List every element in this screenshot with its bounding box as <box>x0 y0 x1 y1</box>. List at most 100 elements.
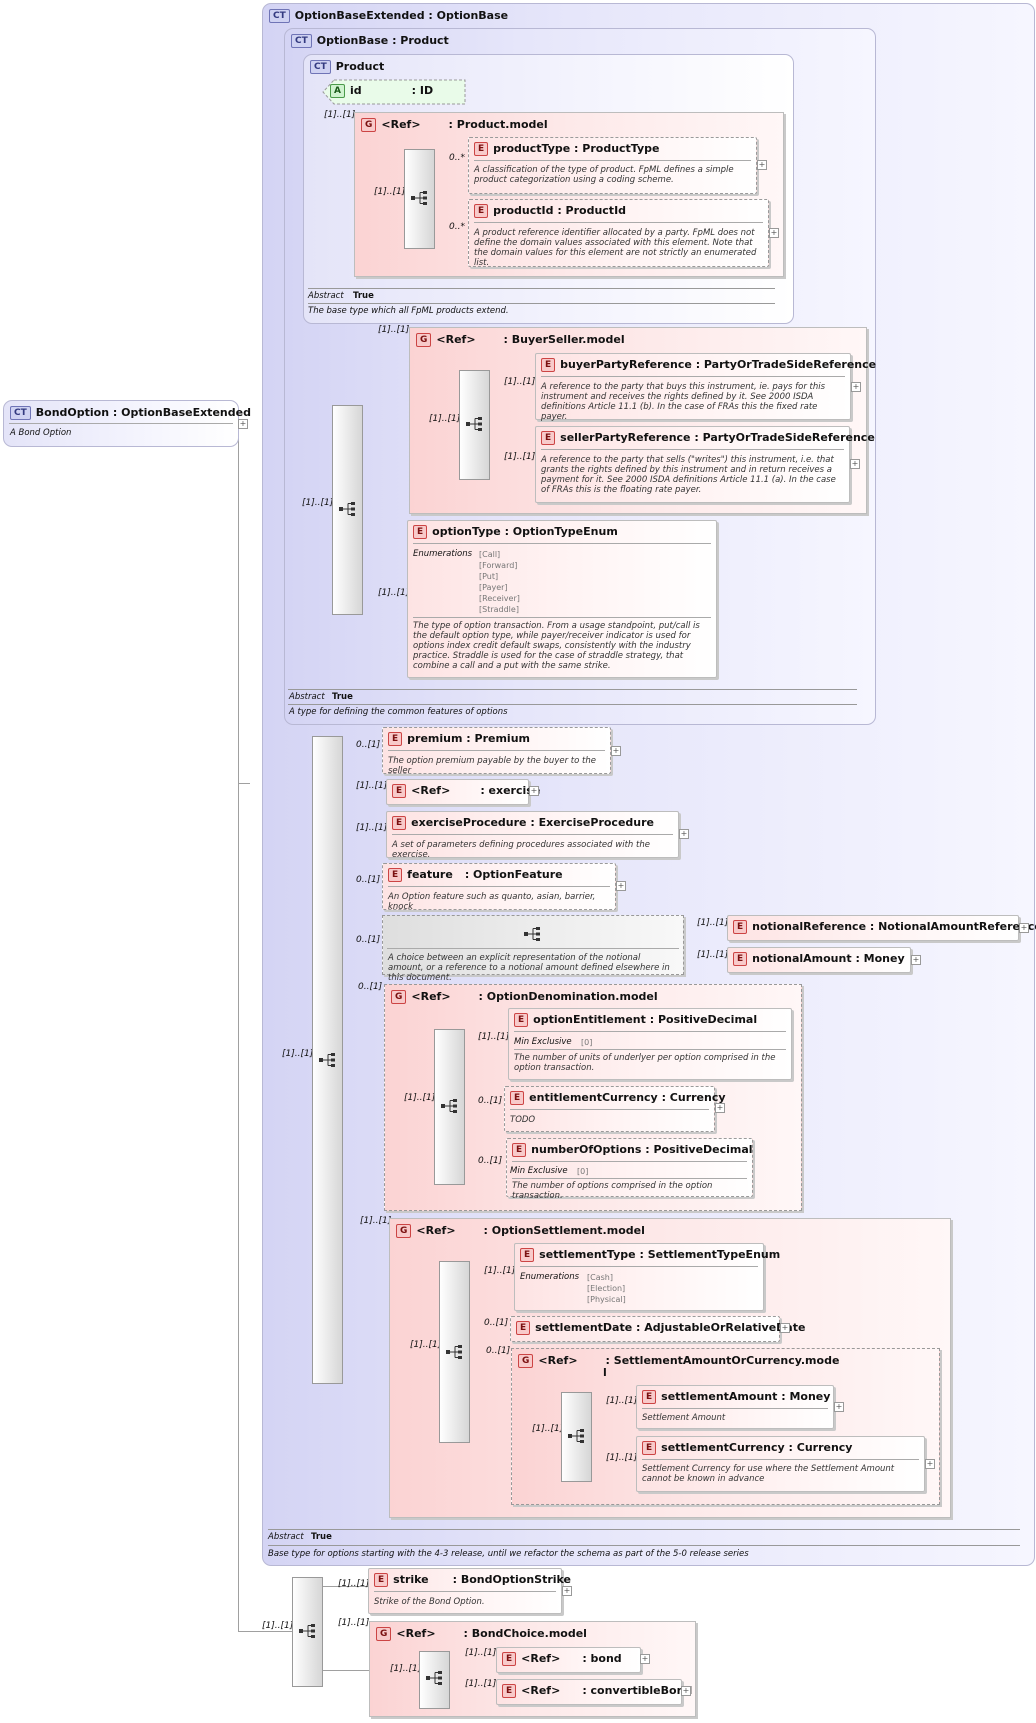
expand-icon[interactable]: + <box>529 786 539 796</box>
expand-icon[interactable]: + <box>769 228 779 238</box>
expand-icon[interactable]: + <box>925 1459 935 1469</box>
cardinality: [1]..[1] <box>302 498 334 508</box>
expand-icon[interactable]: + <box>611 746 621 756</box>
choice-doc: A choice between an explicit representat… <box>388 953 670 983</box>
cardinality: [1]..[1] <box>324 110 356 120</box>
sequence-icon <box>411 191 427 205</box>
expand-icon[interactable]: + <box>681 1686 691 1696</box>
collapse-icon[interactable]: + <box>238 419 248 429</box>
element-type: : ProductType <box>574 142 660 155</box>
sequence-compositor[interactable] <box>434 1029 465 1185</box>
element-doc: Settlement Currency for use where the Se… <box>642 1464 895 1484</box>
element-doc: The type of option transaction. From a u… <box>413 621 700 671</box>
element-exercise-ref[interactable]: E<Ref>: exercise <box>386 779 540 805</box>
element-type: : AdjustableOrRelativeDate <box>636 1321 806 1334</box>
cardinality: [1]..[1] <box>504 452 536 462</box>
expand-icon[interactable]: + <box>757 160 767 170</box>
facet-label: Min Exclusive <box>510 1166 568 1176</box>
element-convertiblebond-ref[interactable]: E<Ref>: convertibleBond <box>496 1679 692 1705</box>
group-icon: G <box>416 333 432 347</box>
element-icon: E <box>733 920 748 934</box>
element-icon: E <box>642 1390 657 1404</box>
expand-icon[interactable]: + <box>616 881 626 891</box>
element-name: buyerPartyReference <box>560 358 692 371</box>
element-bond-ref[interactable]: E<Ref>: bond <box>496 1647 641 1673</box>
cardinality: 0..[1] <box>356 875 381 885</box>
cardinality: [1]..[1] <box>338 1618 370 1628</box>
cardinality: [1]..[1] <box>356 823 388 833</box>
root-type: : OptionBaseExtended <box>112 406 251 419</box>
element-doc: A reference to the party that sells ("wr… <box>541 455 836 495</box>
element-type: : bond <box>582 1652 622 1665</box>
expand-icon[interactable]: + <box>851 382 861 392</box>
facet-value: [0] <box>581 1038 593 1047</box>
group-type: : BuyerSeller.model <box>503 333 625 346</box>
enum-value: [Call] <box>479 550 501 559</box>
complex-type-icon: CT <box>10 406 31 420</box>
cardinality: [1]..[1] <box>282 1049 314 1059</box>
element-type: : BondOptionStrike <box>452 1573 572 1586</box>
expand-icon[interactable]: + <box>834 1402 844 1412</box>
element-icon: E <box>388 732 403 746</box>
cardinality: [1]..[1] <box>374 187 406 197</box>
sequence-icon <box>319 1053 335 1067</box>
element-icon: E <box>510 1091 525 1105</box>
complex-type-icon: CT <box>291 34 312 48</box>
element-name: strike <box>393 1573 429 1586</box>
cardinality: [1]..[1] <box>356 781 388 791</box>
element-doc: A classification of the type of product.… <box>474 165 734 185</box>
element-type: : Premium <box>466 732 530 745</box>
element-type: : convertibleBond <box>582 1684 693 1697</box>
expand-icon[interactable]: + <box>1019 923 1029 933</box>
element-icon: E <box>502 1652 517 1666</box>
cardinality: [1]..[1] <box>378 588 410 598</box>
element-name: optionEntitlement <box>533 1013 646 1026</box>
expand-icon[interactable]: + <box>679 829 689 839</box>
enumerations-label: Enumerations <box>520 1272 580 1282</box>
expand-icon[interactable]: + <box>780 1323 790 1333</box>
expand-icon[interactable]: + <box>640 1654 650 1664</box>
abstract-value: True <box>311 1532 332 1542</box>
cardinality: 0..[1] <box>478 1156 503 1166</box>
element-type: : Money <box>855 952 905 965</box>
element-name: settlementAmount <box>661 1390 778 1403</box>
choice-icon <box>426 1671 442 1685</box>
element-type: : OptionTypeEnum <box>504 525 618 538</box>
expand-icon[interactable]: + <box>715 1103 725 1113</box>
expand-icon[interactable]: + <box>850 459 860 469</box>
ct-doc: The base type which all FpML products ex… <box>308 306 509 316</box>
element-name: exerciseProcedure <box>411 816 527 829</box>
choice-notional[interactable]: A choice between an explicit representat… <box>382 915 684 983</box>
expand-icon[interactable]: + <box>562 1586 572 1596</box>
ct-name: OptionBaseExtended <box>294 9 425 22</box>
cardinality: 0..[1] <box>358 982 383 992</box>
enum-value: [Straddle] <box>479 605 519 614</box>
ct-type: : Product <box>392 34 449 47</box>
cardinality: [1]..[1] <box>465 1648 497 1658</box>
expand-icon[interactable]: + <box>911 955 921 965</box>
element-type: : PositiveDecimal <box>645 1143 753 1156</box>
group-icon: G <box>361 118 377 132</box>
cardinality: [1]..[1] <box>360 1216 392 1226</box>
facet-label: Min Exclusive <box>514 1037 572 1047</box>
